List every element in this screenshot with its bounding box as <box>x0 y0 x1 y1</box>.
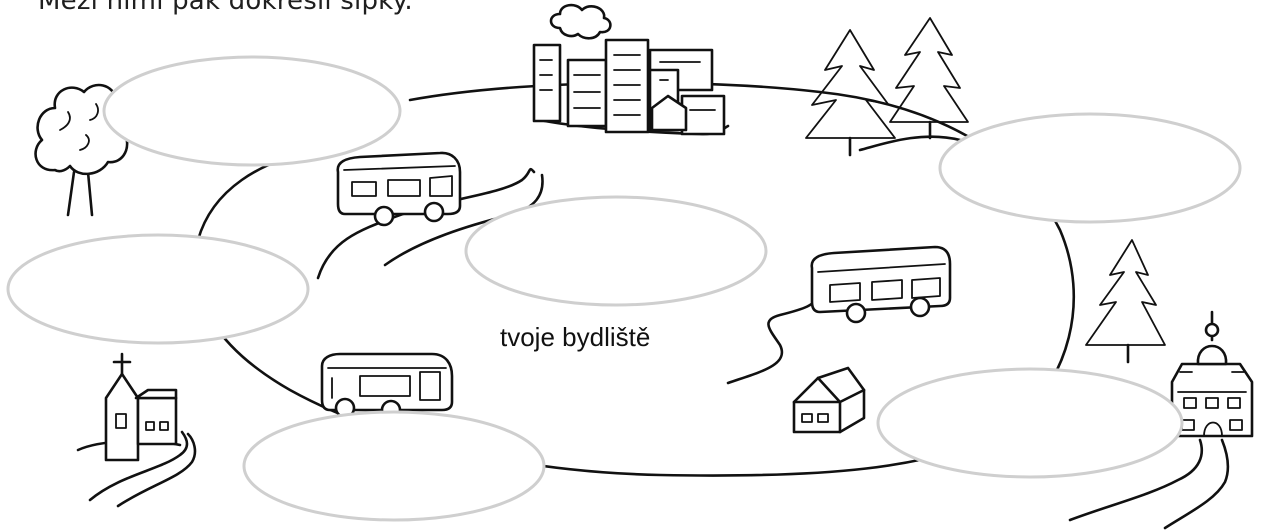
bus-icon <box>322 354 452 419</box>
bubble-forest[interactable] <box>940 114 1240 222</box>
bubble-tree[interactable] <box>104 57 400 165</box>
road-chateau-b <box>1165 440 1228 528</box>
bubble-chateau[interactable] <box>878 369 1182 477</box>
instruction-text: Mezi nimi pak dokresli šipky. <box>38 0 413 16</box>
bubble-left[interactable] <box>8 235 308 343</box>
bubble-center[interactable] <box>466 197 766 305</box>
center-label: tvoje bydliště <box>500 322 650 353</box>
chateau-icon <box>1172 312 1252 436</box>
forest-icon <box>1086 240 1165 362</box>
bus-icon <box>812 247 950 322</box>
city-icon <box>534 40 728 134</box>
forest-icon <box>806 18 968 155</box>
church-icon <box>78 354 180 460</box>
bubble-church[interactable] <box>244 412 544 520</box>
cloud-icon <box>551 5 610 38</box>
house-icon <box>794 368 864 432</box>
road-house <box>728 292 818 383</box>
bus-icon <box>338 153 460 225</box>
